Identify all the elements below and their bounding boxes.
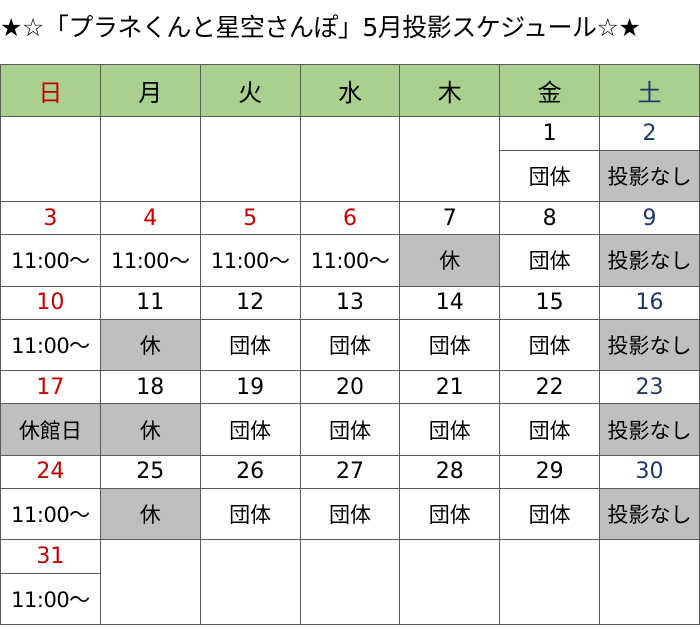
weekday-wednesday: 水 <box>299 63 401 118</box>
date-cell: 17 <box>0 370 101 405</box>
entry-cell: 投影なし <box>599 234 700 287</box>
week-4-dates: 17 18 19 20 21 22 23 <box>0 370 700 405</box>
entry-cell: 11:00～ <box>0 487 101 541</box>
empty-cell <box>99 539 201 625</box>
empty-cell <box>499 539 601 625</box>
weekday-header-row: 日 月 火 水 木 金 土 <box>0 63 700 118</box>
date-cell: 15 <box>499 285 601 320</box>
entry-cell: 投影なし <box>599 487 700 541</box>
date-cell: 27 <box>299 454 401 489</box>
entry-cell: 休 <box>399 234 501 287</box>
date-cell: 5 <box>199 200 301 236</box>
date-cell: 10 <box>0 285 101 320</box>
weekday-thursday: 木 <box>399 63 501 118</box>
entry-cell: 団体 <box>499 149 601 202</box>
date-cell: 24 <box>0 454 101 489</box>
entry-cell: 11:00～ <box>99 234 201 287</box>
entry-cell: 休 <box>99 403 201 456</box>
date-cell: 29 <box>499 454 601 489</box>
entry-cell: 団体 <box>299 403 401 456</box>
date-cell: 19 <box>199 370 301 405</box>
entry-cell: 11:00～ <box>0 318 101 372</box>
entry-cell: 団体 <box>499 487 601 541</box>
week-3-entries: 11:00～ 休 団体 団体 団体 団体 投影なし <box>0 318 700 372</box>
date-cell: 26 <box>199 454 301 489</box>
entry-cell: 休館日 <box>0 403 101 456</box>
entry-cell: 11:00～ <box>299 234 401 287</box>
weekday-friday: 金 <box>499 63 601 118</box>
date-cell: 31 <box>0 539 101 574</box>
entry-cell: 休 <box>99 487 201 541</box>
date-cell: 13 <box>299 285 401 320</box>
entry-cell: 団体 <box>499 318 601 372</box>
entry-cell: 団体 <box>399 487 501 541</box>
entry-cell: 団体 <box>499 234 601 287</box>
entry-cell: 休 <box>99 318 201 372</box>
entry-cell: 団体 <box>299 487 401 541</box>
empty-cell <box>199 116 301 202</box>
weekday-saturday: 土 <box>599 63 700 118</box>
entry-cell: 投影なし <box>599 318 700 372</box>
schedule-calendar: 日 月 火 水 木 金 土 1 2 団体 投影なし 3 4 5 6 7 8 9 … <box>0 63 700 626</box>
empty-cell <box>0 116 101 202</box>
date-cell: 14 <box>399 285 501 320</box>
date-cell: 8 <box>499 200 601 236</box>
week-1-dates: 1 2 <box>0 116 700 202</box>
empty-cell <box>399 116 501 202</box>
week-2-entries: 11:00～ 11:00～ 11:00～ 11:00～ 休 団体 投影なし <box>0 234 700 287</box>
entry-cell: 団体 <box>199 318 301 372</box>
page-title: ★☆「プラネくんと星空さんぽ」5月投影スケジュール☆★ <box>0 13 641 42</box>
date-cell: 7 <box>399 200 501 236</box>
entry-cell: 団体 <box>399 318 501 372</box>
empty-cell <box>199 539 301 625</box>
week-6-dates: 31 <box>0 539 700 625</box>
entry-cell: 団体 <box>499 403 601 456</box>
weekday-sunday: 日 <box>0 63 101 118</box>
week-5-dates: 24 25 26 27 28 29 30 <box>0 454 700 489</box>
empty-cell <box>299 116 401 202</box>
date-cell: 18 <box>99 370 201 405</box>
date-cell: 25 <box>99 454 201 489</box>
weekday-tuesday: 火 <box>199 63 301 118</box>
date-cell: 22 <box>499 370 601 405</box>
date-cell: 21 <box>399 370 501 405</box>
entry-cell: 団体 <box>199 487 301 541</box>
week-3-dates: 10 11 12 13 14 15 16 <box>0 285 700 320</box>
date-cell: 2 <box>599 116 700 151</box>
empty-cell <box>399 539 501 625</box>
entry-cell: 11:00～ <box>0 572 101 626</box>
empty-cell <box>599 539 700 625</box>
entry-cell: 投影なし <box>599 403 700 456</box>
date-cell: 16 <box>599 285 700 320</box>
date-cell: 28 <box>399 454 501 489</box>
entry-cell: 団体 <box>399 403 501 456</box>
week-4-entries: 休館日 休 団体 団体 団体 団体 投影なし <box>0 403 700 456</box>
week-6-entries: 11:00～ <box>0 572 700 626</box>
weekday-monday: 月 <box>99 63 201 118</box>
date-cell: 9 <box>599 200 700 236</box>
entry-cell: 団体 <box>299 318 401 372</box>
date-cell: 1 <box>499 116 601 151</box>
date-cell: 11 <box>99 285 201 320</box>
empty-cell <box>99 116 201 202</box>
date-cell: 30 <box>599 454 700 489</box>
date-cell: 20 <box>299 370 401 405</box>
entry-cell: 投影なし <box>599 149 700 202</box>
date-cell: 23 <box>599 370 700 405</box>
week-5-entries: 11:00～ 休 団体 団体 団体 団体 投影なし <box>0 487 700 541</box>
date-cell: 3 <box>0 200 101 236</box>
entry-cell: 団体 <box>199 403 301 456</box>
entry-cell: 11:00～ <box>199 234 301 287</box>
week-2-dates: 3 4 5 6 7 8 9 <box>0 200 700 236</box>
entry-cell: 11:00～ <box>0 234 101 287</box>
date-cell: 6 <box>299 200 401 236</box>
date-cell: 4 <box>99 200 201 236</box>
empty-cell <box>299 539 401 625</box>
date-cell: 12 <box>199 285 301 320</box>
